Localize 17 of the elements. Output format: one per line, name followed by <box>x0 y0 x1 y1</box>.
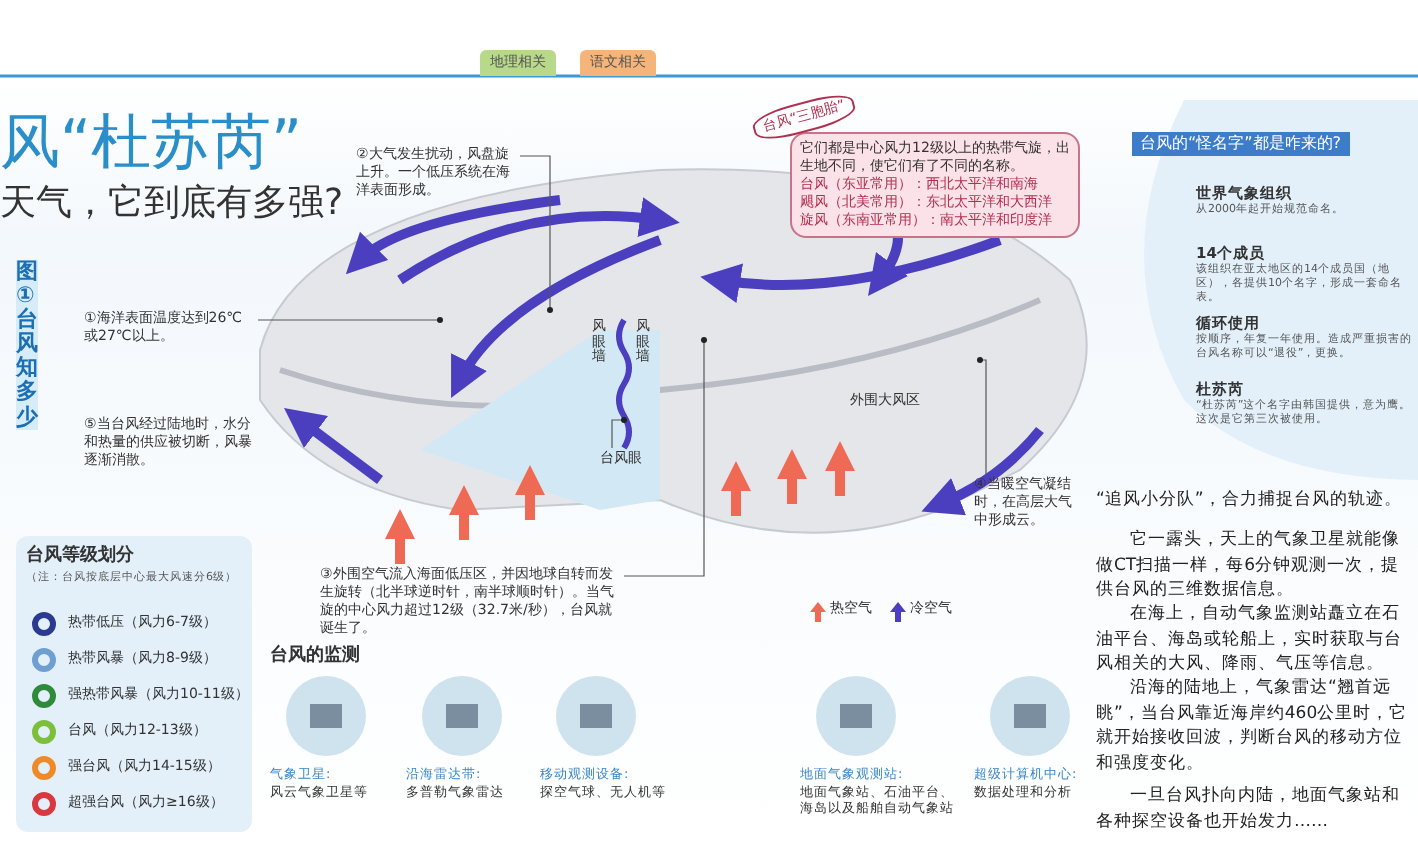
leader-line <box>623 339 705 577</box>
leader-line <box>519 155 551 311</box>
paragraph: “追风小分队”，合力捕捉台风的轨迹。 <box>1096 488 1404 513</box>
headline: 风“杜苏芮” <box>0 106 303 182</box>
section-heading: 图①台风知多少 <box>16 260 38 430</box>
leader-line <box>257 319 441 321</box>
section-title: 台风的监测 <box>270 646 360 670</box>
paragraph: 它一露头，天上的气象卫星就能像做CT扫描一样，每6分钟观测一次，提供台风的三维数据信息。 <box>1096 528 1402 603</box>
info-panel <box>16 536 252 832</box>
leader-line <box>979 359 987 475</box>
paragraph: 沿海的陆地上，气象雷达“翘首远眺”，当台风靠近海岸约460公里时，它就开始接收回波，判断台风的移动方位和强度变化。 <box>1096 676 1410 776</box>
paragraph: 一旦台风扑向内陆，地面气象站和各种探空设备也开始发力…… <box>1096 784 1402 834</box>
paragraph: 在海上，自动气象监测站矗立在石油平台、海岛或轮船上，实时获取与台风相关的大风、降雨、气压等信息。 <box>1096 602 1404 677</box>
leader-line <box>611 419 625 449</box>
panel-title: 台风等级划分 <box>26 546 134 570</box>
panel-title: 台风的“怪名字”都是咋来的? <box>1132 132 1350 157</box>
subheadline: 天气，它到底有多强? <box>0 180 344 227</box>
